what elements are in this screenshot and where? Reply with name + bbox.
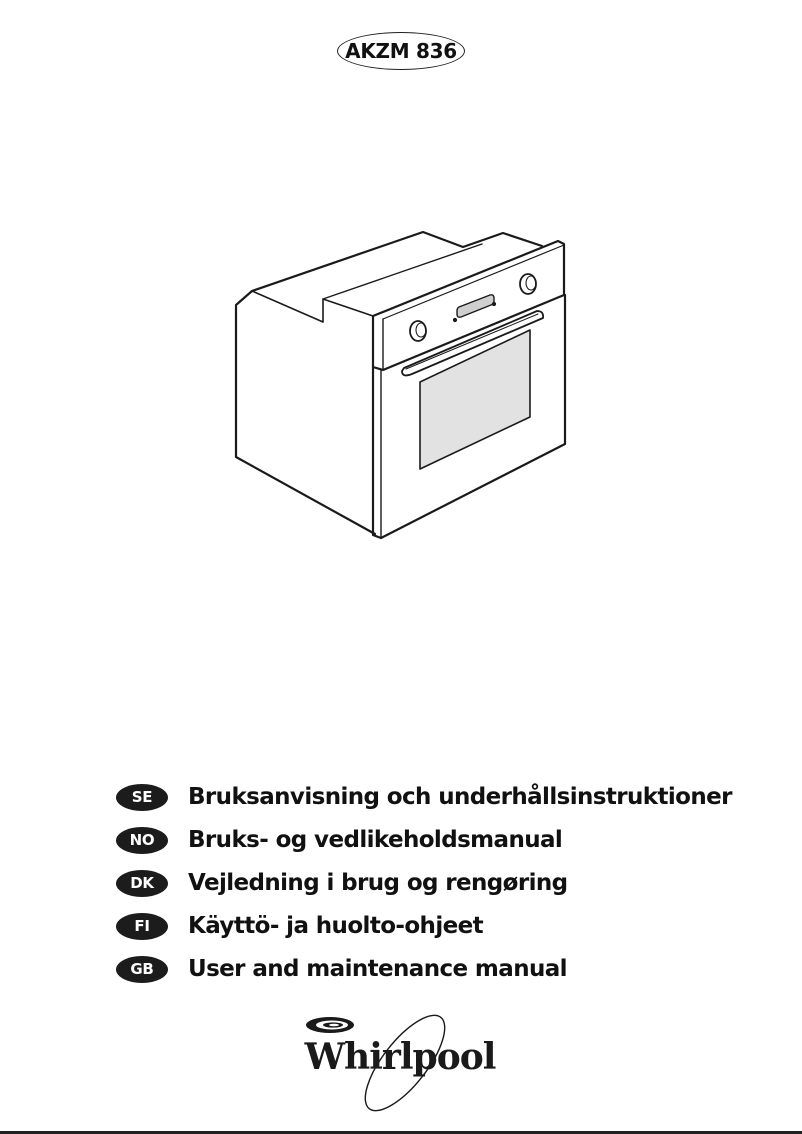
language-item-dk: DK Vejledning i brug og rengøring	[116, 868, 568, 898]
language-title: Bruks- og vedlikeholdsmanual	[188, 827, 563, 853]
model-number-badge: AKZM 836	[337, 32, 465, 70]
language-item-fi: FI Käyttö- ja huolto-ohjeet	[116, 911, 484, 941]
language-badge: SE	[116, 783, 168, 811]
language-item-gb: GB User and maintenance manual	[116, 954, 568, 984]
language-badge: DK	[116, 869, 168, 897]
whirlpool-logo: Whirlpool	[304, 1014, 497, 1112]
language-badge: FI	[116, 912, 168, 940]
language-title: Vejledning i brug og rengøring	[188, 870, 568, 896]
language-title: User and maintenance manual	[188, 956, 568, 982]
model-number: AKZM 836	[345, 39, 457, 63]
brand-name: Whirlpool	[304, 1036, 496, 1078]
oven-illustration	[234, 230, 567, 540]
language-title: Käyttö- ja huolto-ohjeet	[188, 913, 484, 939]
language-item-no: NO Bruks- og vedlikeholdsmanual	[116, 825, 563, 855]
language-title: Bruksanvisning och underhållsinstruktion…	[188, 784, 732, 810]
page-bottom-rule	[0, 1131, 802, 1134]
language-badge: GB	[116, 955, 168, 983]
language-badge: NO	[116, 826, 168, 854]
language-item-se: SE Bruksanvisning och underhållsinstrukt…	[116, 782, 732, 812]
whirlpool-swirl-icon	[306, 1017, 354, 1033]
